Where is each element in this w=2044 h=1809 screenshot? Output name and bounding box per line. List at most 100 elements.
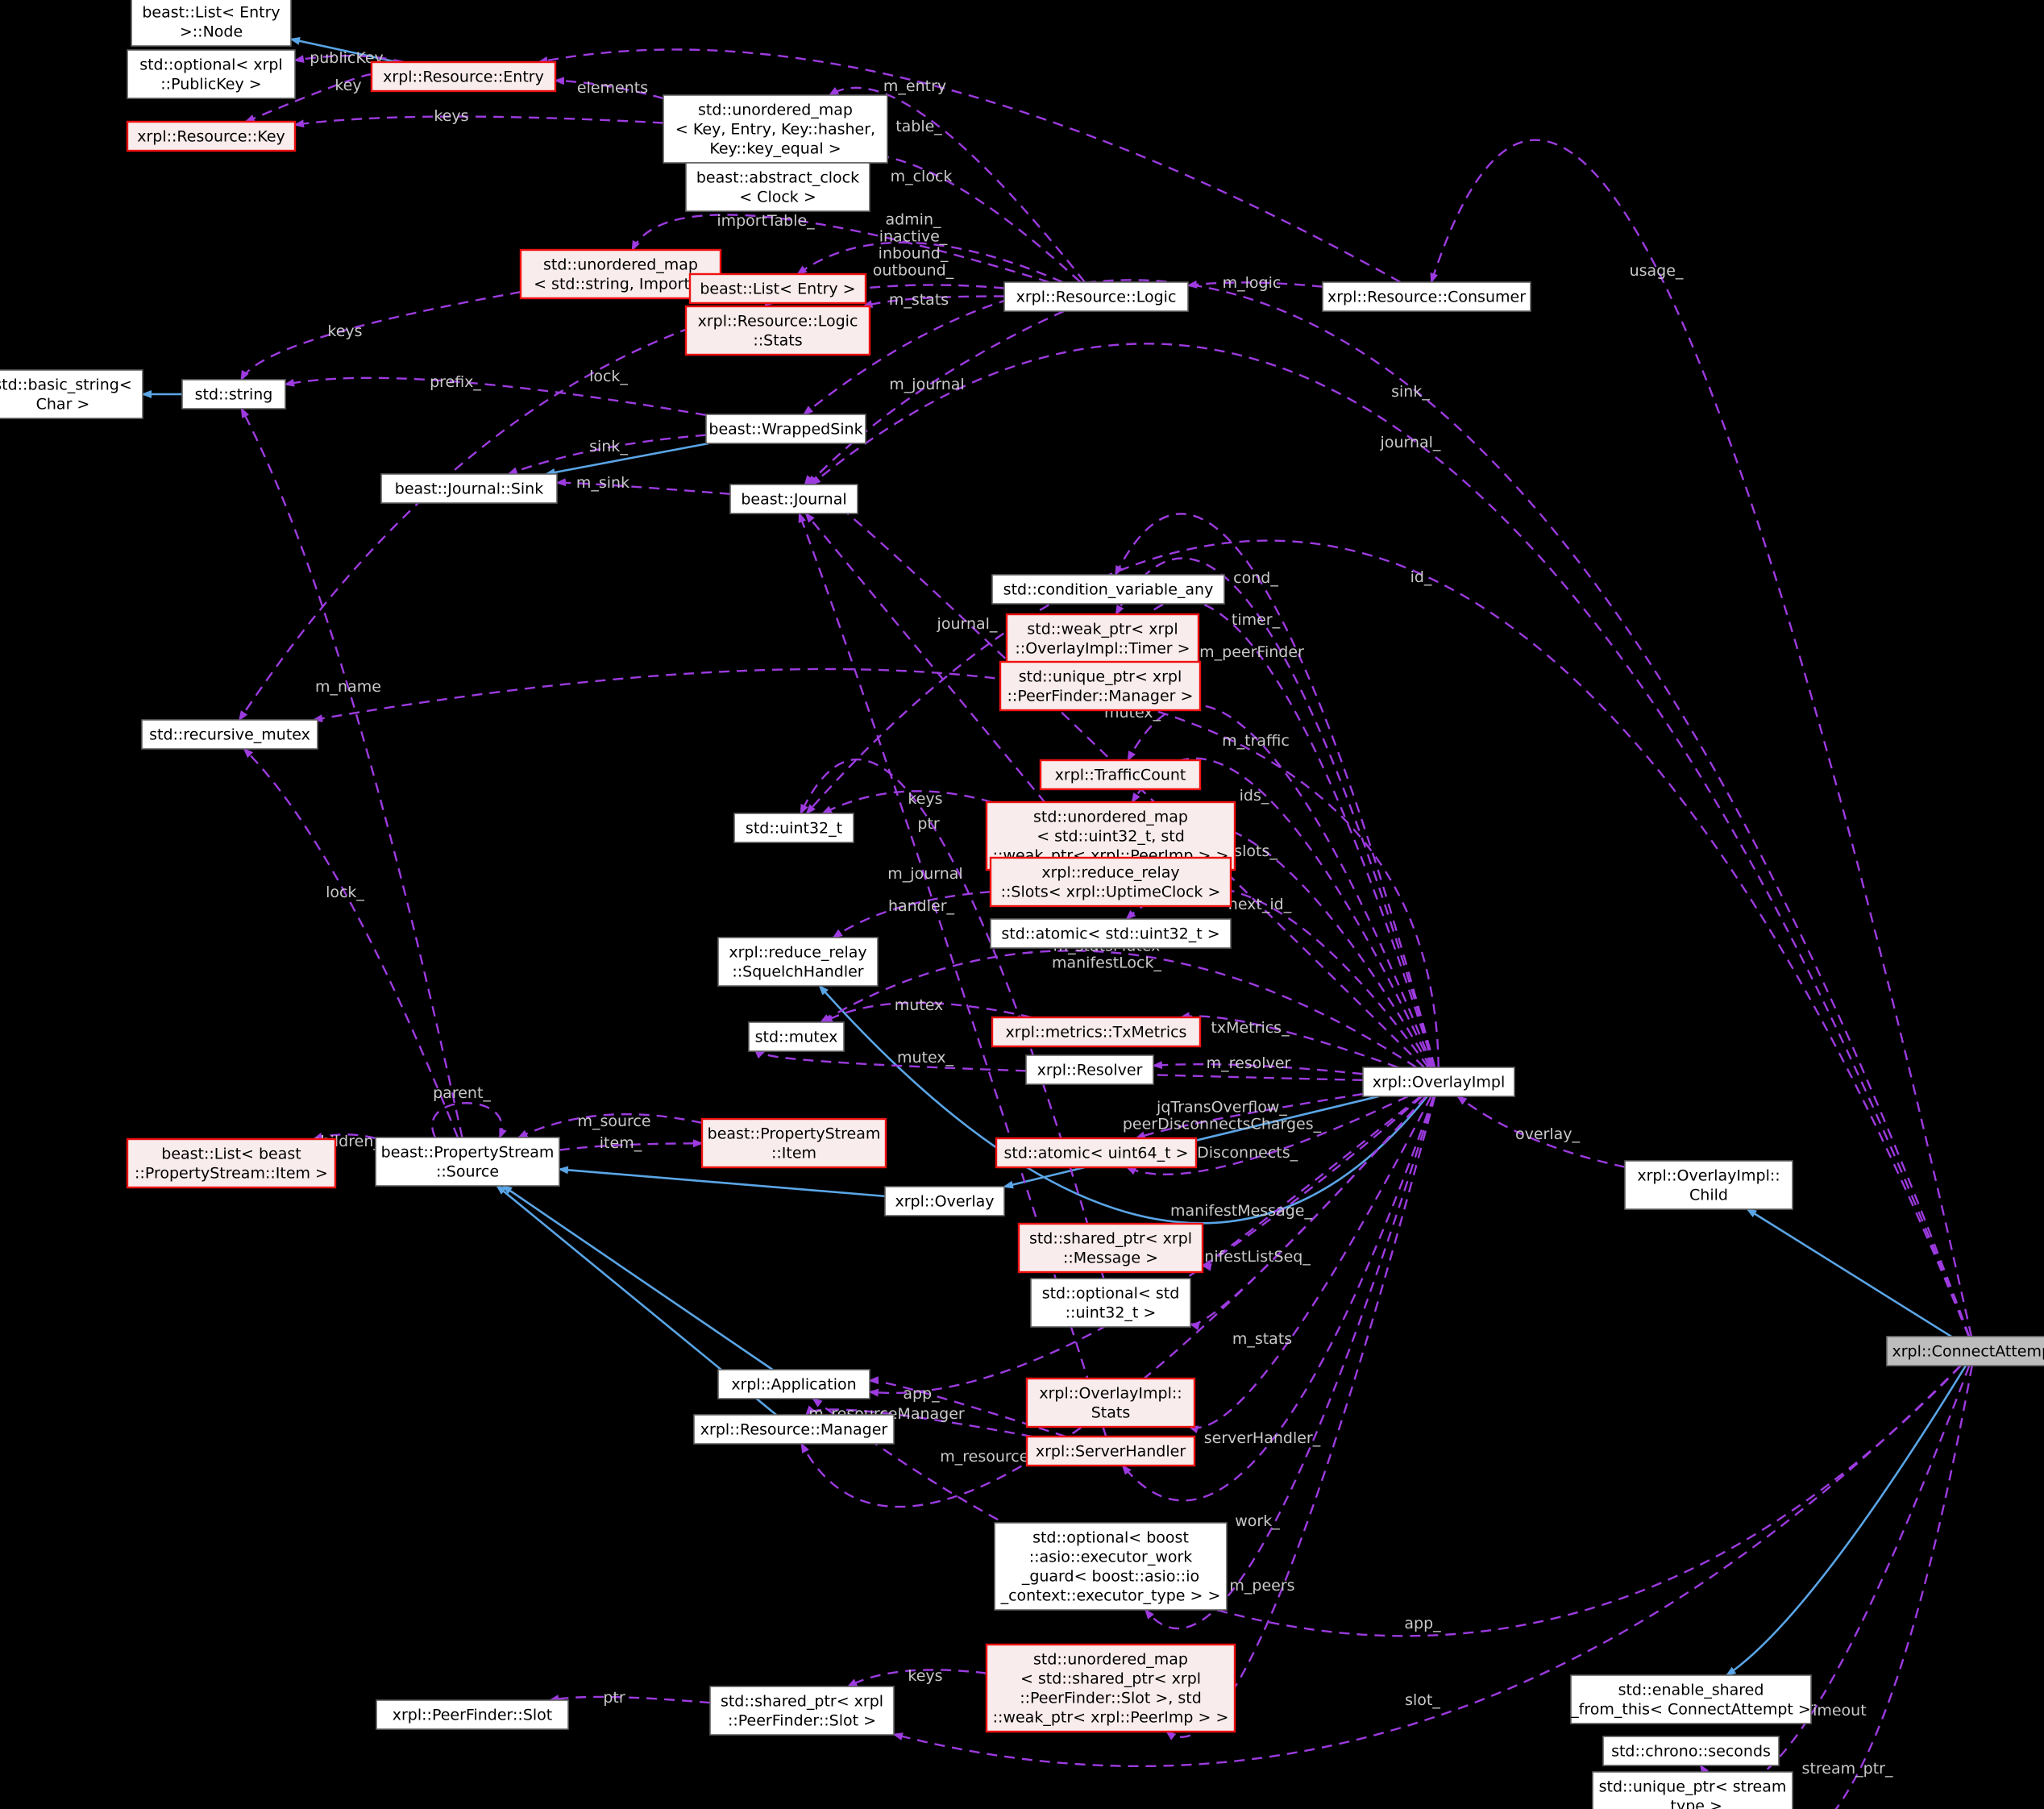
- node-resource-manager[interactable]: xrpl::Resource::Manager: [693, 1414, 895, 1445]
- node-wrapped-sink[interactable]: beast::WrappedSink: [705, 414, 866, 444]
- edge-umap-string-import--std-string: [240, 291, 521, 381]
- node-list-ps-item[interactable]: beast::List< beast::PropertyStream::Item…: [126, 1137, 337, 1189]
- node-box-server-handler[interactable]: [1025, 1435, 1196, 1467]
- node-list-entry[interactable]: beast::List< Entry >: [688, 272, 867, 305]
- node-box-logic-stats[interactable]: [684, 305, 871, 356]
- node-box-resource-key[interactable]: [126, 120, 297, 152]
- node-box-recursive-mutex[interactable]: [141, 719, 318, 750]
- node-box-overlayimpl[interactable]: [1362, 1067, 1515, 1097]
- node-box-resource-manager[interactable]: [693, 1414, 895, 1445]
- node-std-string[interactable]: std::string: [181, 379, 286, 410]
- node-journal-sink[interactable]: beast::Journal::Sink: [380, 473, 558, 504]
- node-box-std-uint32[interactable]: [733, 813, 854, 843]
- node-box-sharedptr-slot[interactable]: [709, 1686, 895, 1736]
- node-box-ps-item[interactable]: [700, 1117, 887, 1169]
- node-opt-work-guard[interactable]: std::optional< boost::asio::executor_wor…: [994, 1522, 1228, 1611]
- node-box-peerfinder-slot[interactable]: [376, 1699, 569, 1730]
- node-box-abstract-clock[interactable]: [685, 162, 870, 212]
- node-box-umap-key-entry[interactable]: [663, 94, 888, 164]
- node-overlayimpl[interactable]: xrpl::OverlayImpl: [1362, 1067, 1515, 1097]
- node-box-list-entry-node[interactable]: [131, 0, 292, 47]
- node-list-entry-node[interactable]: beast::List< Entry>::Node: [131, 0, 292, 47]
- edge-label: slots_: [1234, 842, 1278, 860]
- node-uniqueptr-peerfinder[interactable]: std::unique_ptr< xrpl::PeerFinder::Manag…: [999, 660, 1202, 712]
- node-opt-publickey[interactable]: std::optional< xrpl::PublicKey >: [127, 49, 296, 99]
- node-ps-item[interactable]: beast::PropertyStream::Item: [700, 1117, 887, 1169]
- node-beast-journal[interactable]: beast::Journal: [729, 484, 858, 514]
- node-sharedptr-message[interactable]: std::shared_ptr< xrpl::Message >: [1017, 1222, 1204, 1274]
- node-basic-string[interactable]: std::basic_string<Char >: [0, 369, 143, 419]
- node-opt-uint32[interactable]: std::optional< std::uint32_t >: [1030, 1278, 1191, 1328]
- node-box-traffic-count[interactable]: [1039, 759, 1202, 791]
- node-resolver[interactable]: xrpl::Resolver: [1025, 1054, 1154, 1085]
- node-box-enable-shared[interactable]: [1570, 1674, 1812, 1724]
- node-traffic-count[interactable]: xrpl::TrafficCount: [1039, 759, 1202, 791]
- node-box-std-mutex[interactable]: [748, 1021, 845, 1052]
- node-abstract-clock[interactable]: beast::abstract_clock< Clock >: [685, 162, 870, 212]
- node-overlayimpl-stats[interactable]: xrpl::OverlayImpl::Stats: [1025, 1377, 1196, 1428]
- node-overlayimpl-child[interactable]: xrpl::OverlayImpl::Child: [1624, 1160, 1793, 1210]
- node-box-opt-work-guard[interactable]: [994, 1522, 1228, 1611]
- node-box-list-ps-item[interactable]: [126, 1137, 337, 1189]
- node-box-tx-metrics[interactable]: [991, 1016, 1202, 1048]
- node-cond-var[interactable]: std::condition_variable_any: [991, 574, 1225, 605]
- edge-label: m_entry: [883, 77, 946, 95]
- node-box-beast-journal[interactable]: [729, 484, 858, 514]
- node-box-slots[interactable]: [989, 856, 1232, 908]
- node-box-journal-sink[interactable]: [380, 473, 558, 504]
- node-logic-stats[interactable]: xrpl::Resource::Logic::Stats: [684, 305, 871, 356]
- node-slots[interactable]: xrpl::reduce_relay::Slots< xrpl::UptimeC…: [989, 856, 1232, 908]
- node-box-weakptr-timer[interactable]: [1005, 613, 1200, 664]
- node-box-connect-attempt[interactable]: [1886, 1336, 2044, 1366]
- node-std-mutex[interactable]: std::mutex: [748, 1021, 845, 1052]
- node-resource-entry[interactable]: xrpl::Resource::Entry: [370, 60, 557, 93]
- node-box-list-entry[interactable]: [688, 272, 867, 305]
- node-box-std-string[interactable]: [181, 379, 286, 410]
- node-box-chrono-seconds[interactable]: [1602, 1736, 1780, 1766]
- node-box-opt-publickey[interactable]: [127, 49, 296, 99]
- node-box-atomic-uint32[interactable]: [990, 918, 1232, 949]
- node-connect-attempt[interactable]: xrpl::ConnectAttempt: [1886, 1336, 2044, 1366]
- node-overlay[interactable]: xrpl::Overlay: [884, 1186, 1005, 1216]
- node-server-handler[interactable]: xrpl::ServerHandler: [1025, 1435, 1196, 1467]
- node-resource-logic[interactable]: xrpl::Resource::Logic: [1003, 281, 1189, 312]
- node-tx-metrics[interactable]: xrpl::metrics::TxMetrics: [991, 1016, 1202, 1048]
- edge-label: m_stats: [889, 291, 949, 309]
- node-application[interactable]: xrpl::Application: [717, 1369, 870, 1399]
- node-recursive-mutex[interactable]: std::recursive_mutex: [141, 719, 318, 750]
- node-box-uniqueptr-stream[interactable]: [1592, 1771, 1793, 1809]
- node-box-ps-source[interactable]: [375, 1137, 560, 1187]
- node-box-overlayimpl-stats[interactable]: [1025, 1377, 1196, 1428]
- node-std-uint32[interactable]: std::uint32_t: [733, 813, 854, 843]
- node-box-sharedptr-message[interactable]: [1017, 1222, 1204, 1274]
- node-uniqueptr-stream[interactable]: std::unique_ptr< stream_type >: [1592, 1771, 1793, 1809]
- node-box-uniqueptr-peerfinder[interactable]: [999, 660, 1202, 712]
- node-box-resource-entry[interactable]: [370, 60, 557, 93]
- node-chrono-seconds[interactable]: std::chrono::seconds: [1602, 1736, 1780, 1766]
- node-atomic-uint32[interactable]: std::atomic< std::uint32_t >: [990, 918, 1232, 949]
- node-resource-key[interactable]: xrpl::Resource::Key: [126, 120, 297, 152]
- node-box-overlay[interactable]: [884, 1186, 1005, 1216]
- node-enable-shared[interactable]: std::enable_shared_from_this< ConnectAtt…: [1570, 1674, 1812, 1724]
- node-squelch-handler[interactable]: xrpl::reduce_relay::SquelchHandler: [717, 937, 879, 987]
- node-box-atomic-uint64[interactable]: [995, 1137, 1198, 1169]
- node-resource-consumer[interactable]: xrpl::Resource::Consumer: [1322, 281, 1531, 312]
- node-box-resource-logic[interactable]: [1003, 281, 1189, 312]
- node-box-opt-uint32[interactable]: [1030, 1278, 1191, 1328]
- node-box-resolver[interactable]: [1025, 1054, 1154, 1085]
- node-sharedptr-slot[interactable]: std::shared_ptr< xrpl::PeerFinder::Slot …: [709, 1686, 895, 1736]
- node-umap-slot-peerimp[interactable]: std::unordered_map< std::shared_ptr< xrp…: [985, 1643, 1236, 1733]
- node-box-basic-string[interactable]: [0, 369, 143, 419]
- node-atomic-uint64[interactable]: std::atomic< uint64_t >: [995, 1137, 1198, 1169]
- node-box-cond-var[interactable]: [991, 574, 1225, 605]
- node-box-resource-consumer[interactable]: [1322, 281, 1531, 312]
- node-umap-key-entry[interactable]: std::unordered_map< Key, Entry, Key::has…: [663, 94, 888, 164]
- node-ps-source[interactable]: beast::PropertyStream::Source: [375, 1137, 560, 1187]
- node-box-squelch-handler[interactable]: [717, 937, 879, 987]
- node-box-wrapped-sink[interactable]: [705, 414, 866, 444]
- node-peerfinder-slot[interactable]: xrpl::PeerFinder::Slot: [376, 1699, 569, 1730]
- node-box-application[interactable]: [717, 1369, 870, 1399]
- node-box-overlayimpl-child[interactable]: [1624, 1160, 1793, 1210]
- node-weakptr-timer[interactable]: std::weak_ptr< xrpl::OverlayImpl::Timer …: [1005, 613, 1200, 664]
- node-box-umap-slot-peerimp[interactable]: [985, 1643, 1236, 1733]
